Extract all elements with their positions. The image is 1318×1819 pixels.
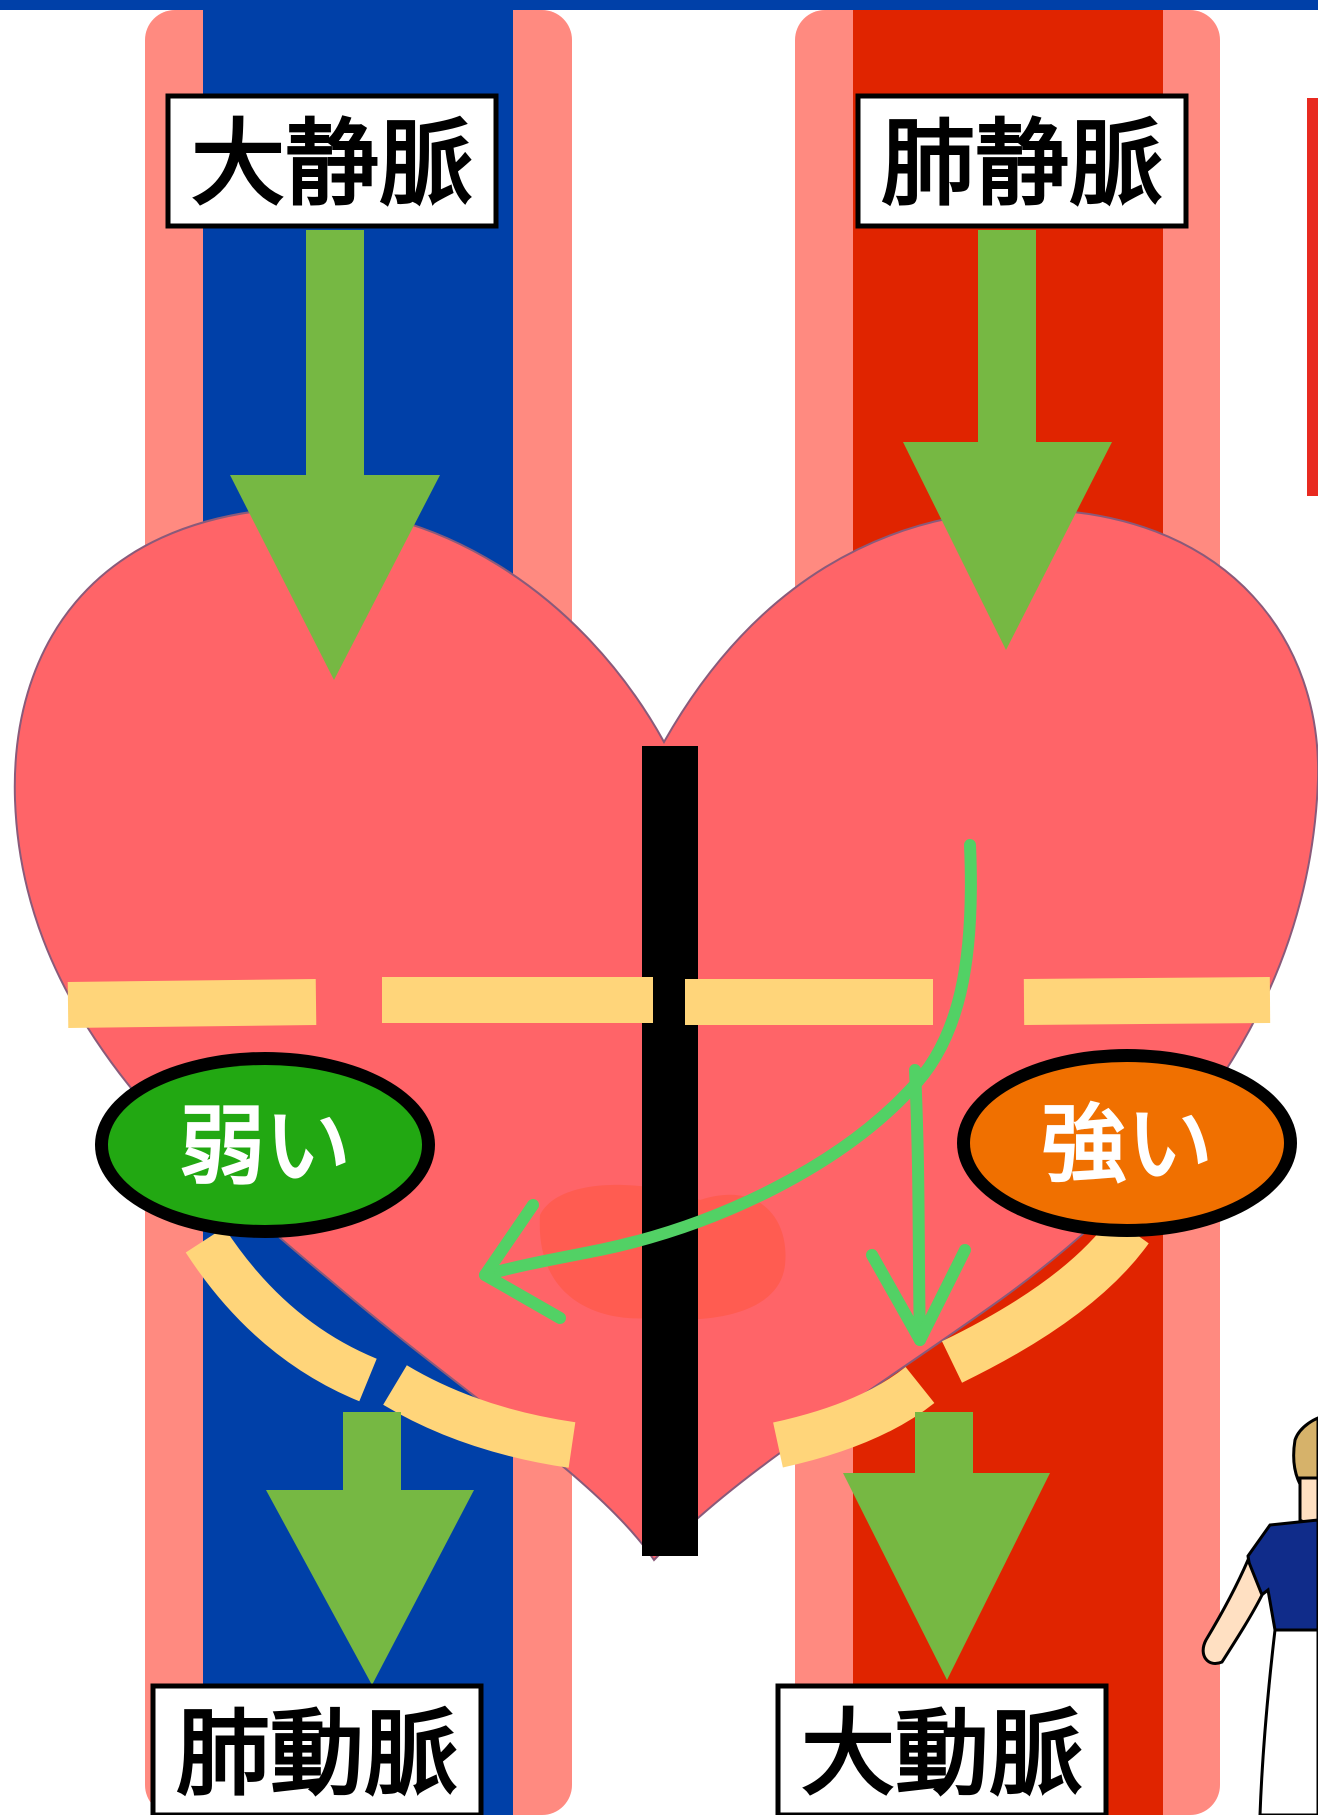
- top-bar: [0, 0, 1318, 10]
- flow-arrows: [479, 839, 977, 1346]
- bottom-left-label: 肺動脈: [176, 1700, 458, 1809]
- strong-badge: 強い: [957, 1049, 1297, 1237]
- shunt-arrowhead: [479, 1199, 566, 1324]
- arrow-bottom-right: [843, 1412, 1050, 1680]
- arrow-bottom-left: [266, 1412, 474, 1685]
- strong-label: 強い: [1041, 1095, 1213, 1195]
- outflow-arrow: [909, 1064, 926, 1346]
- label-box-top-right: 肺静脈: [855, 93, 1189, 229]
- shunt-flow-arrow: [479, 839, 977, 1281]
- septum-bar: [642, 746, 698, 1556]
- label-box-bottom-left: 肺動脈: [150, 1683, 484, 1818]
- valve-line-horizontal: [67, 977, 1271, 1028]
- arrow-top-left: [230, 230, 440, 680]
- person-figure-icon: [1201, 1416, 1318, 1817]
- top-right-label: 肺静脈: [881, 110, 1163, 219]
- label-box-bottom-right: 大動脈: [775, 1683, 1109, 1818]
- weak-label: 弱い: [179, 1097, 351, 1197]
- valve-line-curved: [185, 1216, 1149, 1468]
- top-left-label: 大静脈: [191, 110, 473, 219]
- arrow-top-right: [903, 230, 1112, 650]
- outflow-arrowhead: [866, 1244, 971, 1346]
- bottom-right-label: 大動脈: [801, 1700, 1083, 1809]
- cutoff-panel: [1307, 98, 1318, 496]
- label-box-top-left: 大静脈: [165, 93, 499, 229]
- weak-badge: 弱い: [95, 1052, 435, 1238]
